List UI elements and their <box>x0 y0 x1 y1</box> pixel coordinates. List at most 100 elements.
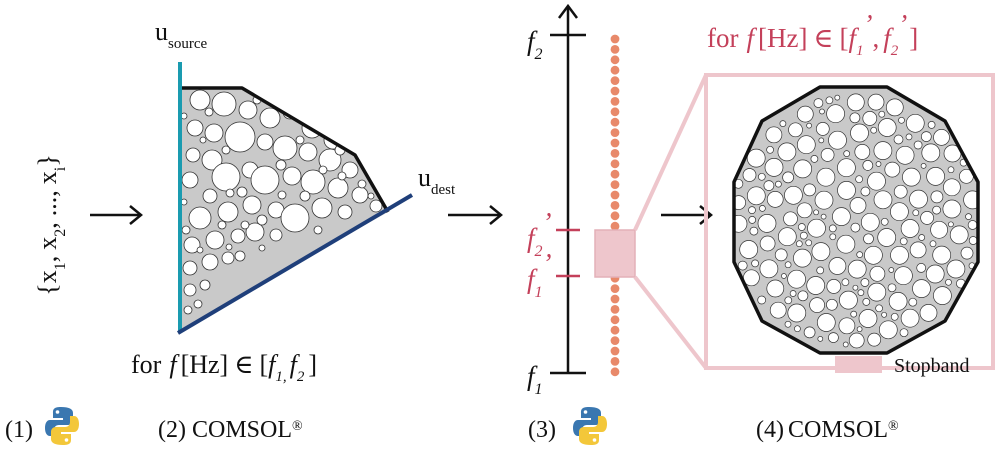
svg-text:{x1,x2,...,xi}: {x1,x2,...,xi} <box>33 154 69 295</box>
inclusion-circle <box>182 260 198 276</box>
inclusion-circle <box>836 234 856 254</box>
inclusion-circle <box>199 279 211 291</box>
inclusion-circle <box>803 183 816 197</box>
inclusion-circle <box>908 297 918 307</box>
step-number-1: (1) <box>5 417 33 443</box>
inclusion-circle <box>829 233 837 241</box>
inclusion-circle <box>784 185 803 205</box>
inclusion-circle <box>757 214 777 233</box>
inclusion-circle <box>796 202 813 219</box>
frequency-sample-dot <box>610 325 620 335</box>
inclusion-circle <box>238 100 258 120</box>
inclusion-circle <box>839 290 858 310</box>
inclusion-circle <box>905 133 913 141</box>
inclusion-circle <box>811 242 831 261</box>
inclusion-circle <box>856 251 864 258</box>
inclusion-circle <box>826 298 838 311</box>
inclusion-circle <box>751 259 759 268</box>
inclusion-circle <box>183 283 197 297</box>
inclusion-circle <box>838 317 856 335</box>
inclusion-circle <box>805 239 813 247</box>
inclusion-circle <box>810 155 819 163</box>
inclusion-circle <box>277 190 287 200</box>
inclusion-circle <box>217 220 227 230</box>
inclusion-circle <box>850 222 861 233</box>
frequency-sample-dot <box>610 107 620 117</box>
domain-wedge <box>180 86 390 330</box>
inclusion-circle <box>357 179 367 189</box>
frequency-sample-dot <box>610 294 620 304</box>
inclusion-circle <box>245 222 265 242</box>
inclusion-circle <box>877 118 897 137</box>
inclusion-circle <box>204 123 224 143</box>
inclusion-circle <box>217 201 239 223</box>
inclusion-circle <box>766 279 785 298</box>
frequency-sample-dot <box>610 315 620 325</box>
inclusion-circle <box>242 195 262 215</box>
inclusion-circle <box>926 167 945 186</box>
frequency-sample-dot <box>610 159 620 169</box>
inclusion-circle <box>898 116 905 124</box>
inclusion-circle <box>820 148 835 162</box>
inclusion-circle <box>796 135 816 155</box>
frequency-sample-dot <box>610 138 620 148</box>
inclusion-circle <box>777 227 797 247</box>
inclusion-circle <box>775 180 782 188</box>
inclusion-circle <box>221 251 235 265</box>
inclusion-circle <box>855 175 863 184</box>
inclusion-circle <box>784 261 792 269</box>
inclusion-circle <box>862 160 874 171</box>
inclusion-circle <box>181 225 191 235</box>
inclusion-circle <box>796 105 814 123</box>
inclusion-circle <box>784 296 793 305</box>
frequency-sample-dot <box>610 86 620 96</box>
stopband-legend-label: Stopband <box>894 355 970 377</box>
inclusion-circle <box>920 211 934 225</box>
inclusion-circle <box>318 148 342 172</box>
inclusion-circle <box>828 130 847 150</box>
inclusion-circle <box>949 225 969 245</box>
inclusion-circle <box>965 213 972 220</box>
inclusion-circle <box>849 197 867 214</box>
inclusion-circle <box>757 172 766 181</box>
inclusion-circle <box>313 225 323 235</box>
inclusion-circle <box>188 206 212 230</box>
inclusion-circle <box>912 279 931 298</box>
inclusion-circle <box>927 121 936 129</box>
inclusion-circle <box>902 167 921 187</box>
inclusion-circle <box>787 269 806 289</box>
inclusion-circle <box>806 276 826 295</box>
inclusion-circle <box>834 94 841 101</box>
inclusion-circle <box>875 161 882 167</box>
frequency-sample-dot <box>610 346 620 356</box>
inclusion-circle <box>256 214 268 226</box>
inclusion-circle <box>925 264 945 284</box>
inclusion-circle <box>351 186 369 204</box>
inclusion-circle <box>813 209 819 216</box>
step-number-3: (3) <box>528 417 556 443</box>
stopband-legend-swatch <box>835 356 882 373</box>
inclusion-circle <box>849 112 861 124</box>
inclusion-circle <box>890 202 909 222</box>
set-open-brace: { <box>33 283 62 295</box>
inclusion-circle <box>820 213 827 220</box>
u-source-label: usource <box>155 17 207 52</box>
arrow-step1-to-step2 <box>90 205 143 225</box>
arrow-step2-to-step3 <box>448 205 503 225</box>
inclusion-circle <box>337 204 353 220</box>
inclusion-circle <box>230 228 246 244</box>
input-parameter-set: {x1,x2,...,xi} <box>33 154 69 295</box>
inclusion-circle <box>828 332 839 343</box>
frequency-sample-dot <box>610 190 620 200</box>
inclusion-circle <box>202 188 218 204</box>
inclusion-circle <box>929 240 937 248</box>
frequency-sample-dot <box>610 76 620 85</box>
inclusion-circle <box>782 171 794 184</box>
inclusion-circle <box>828 257 847 275</box>
inclusion-circle <box>797 223 806 231</box>
inclusion-circle <box>933 129 950 146</box>
frequency-sample-dot <box>610 367 620 377</box>
inclusion-circle <box>968 236 978 245</box>
inclusion-circle <box>945 278 952 286</box>
optimized-unit-cell <box>732 85 980 355</box>
